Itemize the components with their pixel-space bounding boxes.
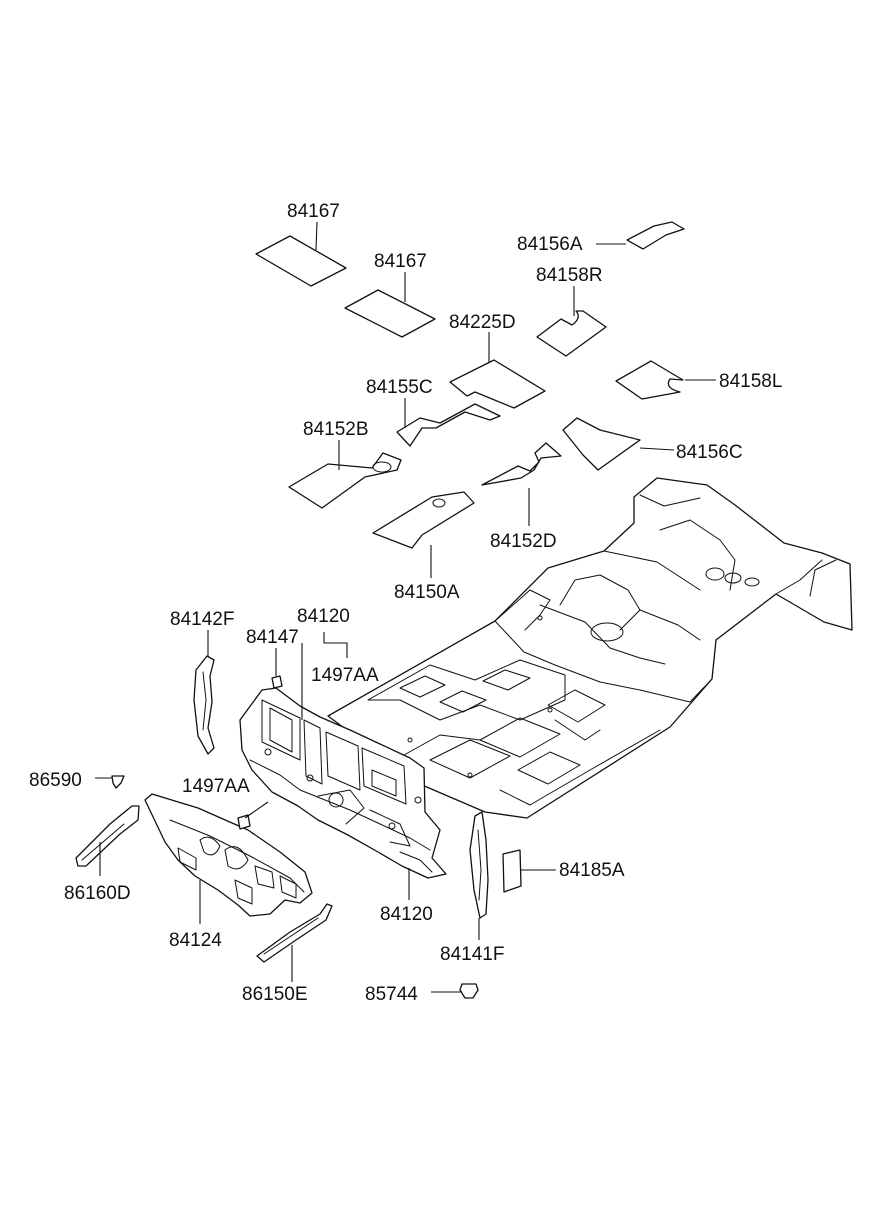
- label-84150A: 84150A: [394, 582, 460, 603]
- label-84156A: 84156A: [517, 234, 583, 255]
- label-84152B: 84152B: [303, 419, 369, 440]
- label-84155C: 84155C: [366, 377, 433, 398]
- label-84158L: 84158L: [719, 371, 782, 392]
- pad-84152B[interactable]: [288, 452, 402, 509]
- label-1497AA-a: 1497AA: [311, 665, 379, 686]
- label-84167-b: 84167: [374, 251, 427, 272]
- bracket-84141F[interactable]: [469, 811, 489, 919]
- pad-84167-a[interactable]: [255, 235, 347, 287]
- dash-panel-84120[interactable]: [239, 687, 447, 879]
- label-84152D: 84152D: [490, 531, 557, 552]
- label-84147: 84147: [246, 627, 299, 648]
- label-84185A: 84185A: [559, 860, 625, 881]
- pad-84158L[interactable]: [615, 360, 684, 400]
- pad-84185A[interactable]: [502, 849, 522, 893]
- label-1497AA-b: 1497AA: [182, 776, 250, 797]
- clip-86590[interactable]: [111, 775, 125, 789]
- part-labels: 84167 84167 84156A 84158R 84225D 84155C …: [29, 201, 782, 1005]
- pad-84225D[interactable]: [449, 359, 546, 409]
- label-84141F: 84141F: [440, 944, 504, 965]
- insulator-84124[interactable]: [144, 793, 313, 917]
- moulding-86160D[interactable]: [75, 805, 140, 867]
- floor-panel: [327, 477, 853, 819]
- label-85744: 85744: [365, 984, 418, 1005]
- pad-84156A[interactable]: [626, 221, 685, 250]
- label-84124: 84124: [169, 930, 222, 951]
- label-86150E: 86150E: [242, 984, 308, 1005]
- label-86590: 86590: [29, 770, 82, 791]
- moulding-86150E[interactable]: [256, 903, 333, 963]
- label-84120-top: 84120: [297, 606, 350, 627]
- pad-84152D[interactable]: [481, 442, 562, 486]
- pad-84150A[interactable]: [372, 491, 475, 549]
- leader-lines: [95, 221, 716, 993]
- pad-84158R[interactable]: [536, 310, 607, 357]
- label-86160D: 86160D: [64, 883, 131, 904]
- clip-85744[interactable]: [459, 983, 479, 999]
- pad-84155C[interactable]: [396, 403, 501, 447]
- label-84156C: 84156C: [676, 442, 743, 463]
- clip-84147[interactable]: [271, 675, 283, 689]
- bracket-84142F[interactable]: [193, 655, 215, 755]
- label-84158R: 84158R: [536, 265, 603, 286]
- pad-84156C[interactable]: [562, 417, 641, 471]
- tape-1497AA[interactable]: [237, 814, 251, 830]
- label-84142F: 84142F: [170, 609, 234, 630]
- label-84225D: 84225D: [449, 312, 516, 333]
- label-84167-a: 84167: [287, 201, 340, 222]
- label-84120-bottom: 84120: [380, 904, 433, 925]
- pad-84167-b[interactable]: [344, 289, 436, 338]
